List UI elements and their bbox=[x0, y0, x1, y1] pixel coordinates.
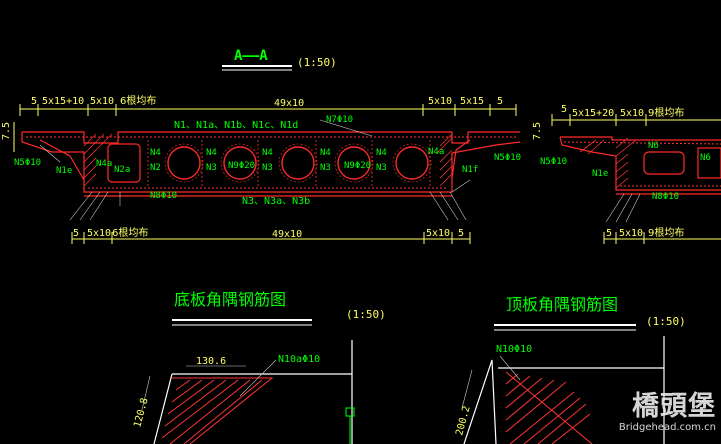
right-bot-dim-1: 5x10 bbox=[619, 228, 643, 239]
label-n4-4: N4 bbox=[320, 148, 331, 158]
label-n3-2: N3 bbox=[262, 163, 273, 173]
top-corner-outline bbox=[463, 336, 665, 444]
left-top-dim-6: 5x15 bbox=[460, 96, 484, 107]
label-n5-left: N5Φ10 bbox=[14, 158, 41, 168]
left-top-dim-7: 5 bbox=[497, 96, 503, 107]
bottom-corner-leaders bbox=[141, 359, 277, 411]
label-n4-2: N4 bbox=[206, 148, 217, 158]
right-top-dimension bbox=[551, 114, 721, 126]
top-corner-bar: N10Φ10 bbox=[496, 344, 532, 355]
label-n1-group: N1、N1a、N1b、N1c、N1d bbox=[174, 120, 298, 131]
label-n3-3: N3 bbox=[320, 163, 331, 173]
right-bot-dim-0: 5 bbox=[606, 228, 612, 239]
right-top-dim-0: 5 bbox=[561, 104, 567, 115]
top-corner-title: 顶板角隅钢筋图 bbox=[506, 295, 618, 314]
left-webs bbox=[147, 140, 431, 186]
label-n1e: N1e bbox=[56, 166, 72, 176]
label-n2a: N2a bbox=[114, 165, 130, 175]
left-bot-dim-4: 5x10 bbox=[426, 228, 450, 239]
left-top-dim-2: 5x10 bbox=[90, 96, 114, 107]
top-corner-hatch bbox=[505, 371, 593, 444]
left-bot-dim-3: 49x10 bbox=[272, 229, 302, 240]
label-n9-1: N9Φ20 bbox=[228, 161, 255, 171]
left-bot-dim-0: 5 bbox=[73, 228, 79, 239]
right-end-hatch bbox=[579, 137, 637, 189]
label-n9-2: N9Φ20 bbox=[344, 161, 371, 171]
right-label-n1e: N1e bbox=[592, 169, 608, 179]
top-corner-dim-side: 200.2 bbox=[454, 405, 472, 437]
left-top-dim-5: 5x10 bbox=[428, 96, 452, 107]
watermark-logo-text: 橋頭堡 bbox=[632, 391, 716, 422]
left-top-dim-1: 5x15+10 bbox=[42, 96, 84, 107]
bottom-corner-dim-top: 130.6 bbox=[196, 356, 226, 367]
left-bot-dim-2: 6根均布 bbox=[112, 226, 148, 239]
label-n4a-right: N4a bbox=[428, 147, 444, 157]
label-n4-3: N4 bbox=[262, 148, 273, 158]
section-title: A——A bbox=[234, 48, 268, 64]
left-end-hatch bbox=[83, 133, 453, 187]
bottom-corner-bar: N10aΦ10 bbox=[278, 354, 320, 365]
bottom-corner-scale: (1:50) bbox=[346, 308, 386, 321]
right-label-n5: N5Φ10 bbox=[540, 157, 567, 167]
left-circular-voids-inner bbox=[164, 143, 432, 183]
left-top-dim-3: 6根均布 bbox=[120, 94, 156, 107]
label-n3-4: N3 bbox=[376, 163, 387, 173]
right-label-n6: N6 bbox=[648, 141, 659, 151]
right-bot-dim-2: 9根均布 bbox=[648, 226, 684, 239]
bottom-corner-outline bbox=[153, 340, 353, 444]
right-side-dim: 7.5 bbox=[532, 122, 543, 140]
left-circular-voids bbox=[167, 146, 429, 180]
right-top-dim-1: 5x15+20 bbox=[572, 108, 614, 119]
right-top-dim-3: 9根均布 bbox=[648, 106, 684, 119]
right-leaders bbox=[605, 193, 641, 223]
left-bot-dim-1: 5x10 bbox=[87, 228, 111, 239]
watermark: 橋頭堡 Bridgehead.com.cn bbox=[598, 392, 716, 440]
label-n3-1: N3 bbox=[206, 163, 217, 173]
left-bottom-dimension bbox=[71, 232, 471, 244]
right-rebar bbox=[563, 141, 721, 187]
top-corner-scale: (1:50) bbox=[646, 315, 686, 328]
label-n2-1: N2 bbox=[150, 163, 161, 173]
label-n4-1: N4 bbox=[150, 148, 161, 158]
label-n1f: N1f bbox=[462, 165, 478, 175]
bottom-corner-title: 底板角隅钢筋图 bbox=[174, 290, 286, 309]
label-n8: N8Φ10 bbox=[150, 191, 177, 201]
left-top-dim-4: 49x10 bbox=[274, 98, 304, 109]
left-bot-dim-5: 5 bbox=[458, 228, 464, 239]
left-top-dimension bbox=[19, 104, 517, 116]
bottom-corner-marker bbox=[345, 407, 355, 417]
left-rebar-top bbox=[26, 136, 516, 189]
right-bottom-dimension bbox=[603, 232, 721, 244]
label-n4a-left: N4a bbox=[96, 159, 112, 169]
right-top-dim-2: 5x10 bbox=[620, 108, 644, 119]
bottom-corner-hatch bbox=[161, 377, 274, 444]
left-top-dim-0: 5 bbox=[31, 96, 37, 107]
label-n3-bottom: N3、N3a、N3b bbox=[242, 196, 310, 207]
watermark-site: Bridgehead.com.cn bbox=[618, 422, 716, 433]
right-label-n6-b: N6 bbox=[700, 153, 711, 163]
label-n7: N7Φ10 bbox=[326, 115, 353, 125]
left-leaders bbox=[39, 119, 471, 221]
left-side-dim: 7.5 bbox=[1, 122, 12, 140]
section-scale: (1:50) bbox=[297, 56, 337, 69]
right-beam-outline bbox=[559, 136, 721, 195]
top-corner-leaders bbox=[461, 355, 521, 409]
label-n5-right: N5Φ10 bbox=[494, 153, 521, 163]
left-box-void bbox=[107, 143, 141, 183]
label-n4-5: N4 bbox=[376, 148, 387, 158]
right-label-n8: N8Φ10 bbox=[652, 192, 679, 202]
bottom-corner-dim-side: 120.8 bbox=[132, 397, 150, 429]
